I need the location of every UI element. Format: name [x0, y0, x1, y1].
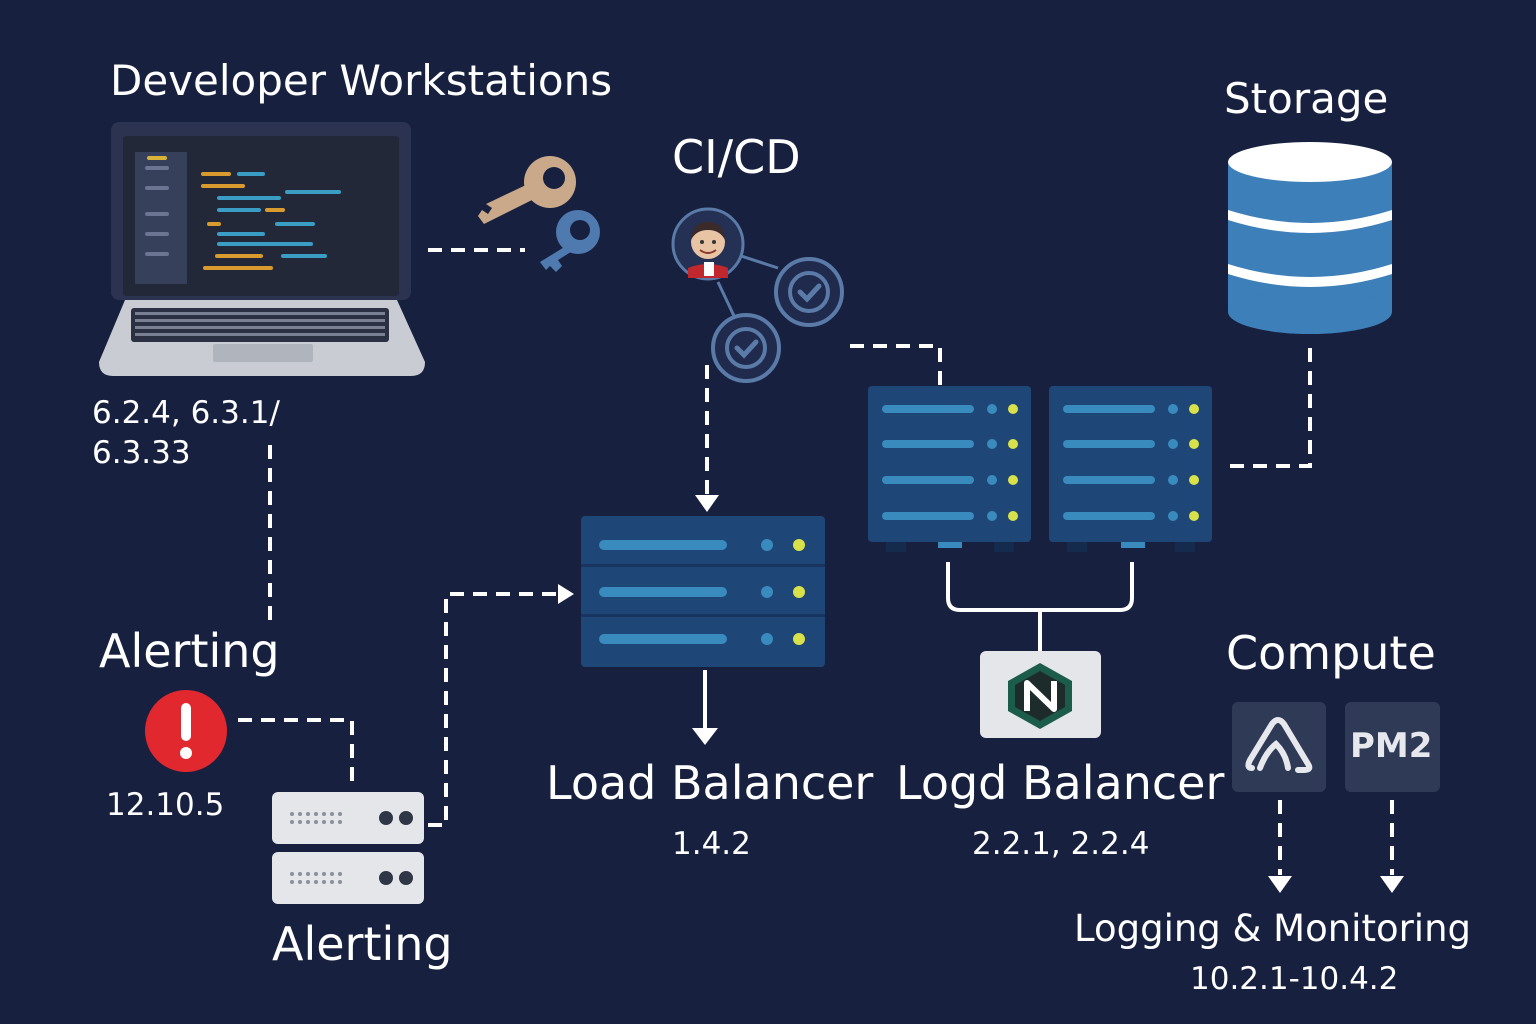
- server-icon-logd-right: [1049, 386, 1212, 552]
- connector-storage-logd: [1228, 348, 1312, 468]
- connector-cicd-logd: [850, 344, 942, 385]
- alerting-title-top: Alerting: [99, 624, 280, 678]
- logd-balancer-version: 2.2.1, 2.2.4: [972, 826, 1150, 862]
- arrowhead-cicd-down: [695, 495, 719, 512]
- logd-balancer-title: Logd Balancer: [896, 756, 1225, 810]
- pm2-label: PM2: [1350, 726, 1433, 766]
- pm2-tile: PM2: [1345, 702, 1440, 792]
- nginx-icon: N: [980, 651, 1101, 738]
- server-icon-load-balancer: [581, 516, 825, 667]
- arrowhead-pm2-down: [1380, 876, 1404, 893]
- logging-version: 10.2.1-10.4.2: [1190, 961, 1399, 997]
- connector-alert-servers: [238, 718, 354, 790]
- developer-versions-line1: 6.2.4, 6.3.1/: [92, 395, 280, 431]
- keys-icon: [470, 150, 610, 275]
- jenkins-icon: [670, 206, 746, 282]
- alerting-title-bottom: Alerting: [272, 917, 453, 971]
- storage-title: Storage: [1224, 74, 1389, 123]
- laptop-icon: [95, 122, 430, 382]
- check-icon-upper: [773, 256, 845, 328]
- arrowhead-lb-down: [692, 728, 718, 745]
- server-icon-logd-left: [868, 386, 1031, 552]
- alert-icon: [144, 689, 228, 773]
- connector-alerting-loadbalancer: [428, 592, 560, 827]
- developer-versions-line2: 6.3.33: [92, 435, 191, 471]
- arrowhead-sentry-down: [1268, 876, 1292, 893]
- connector-logd-fork: [946, 562, 1134, 612]
- check-icon-lower: [710, 312, 782, 384]
- load-balancer-title: Load Balancer: [546, 756, 874, 810]
- load-balancer-version: 1.4.2: [672, 826, 751, 862]
- arrowhead-loadbalancer-left: [558, 584, 574, 604]
- alerting-version: 12.10.5: [106, 787, 225, 823]
- sentry-icon: [1232, 702, 1326, 792]
- developer-workstations-title: Developer Workstations: [110, 56, 613, 105]
- database-icon: [1225, 140, 1395, 336]
- cicd-title: CI/CD: [672, 130, 801, 184]
- compute-title: Compute: [1226, 626, 1436, 680]
- logging-monitoring-title: Logging & Monitoring: [1074, 907, 1472, 950]
- server-icon-alerting: [272, 792, 424, 904]
